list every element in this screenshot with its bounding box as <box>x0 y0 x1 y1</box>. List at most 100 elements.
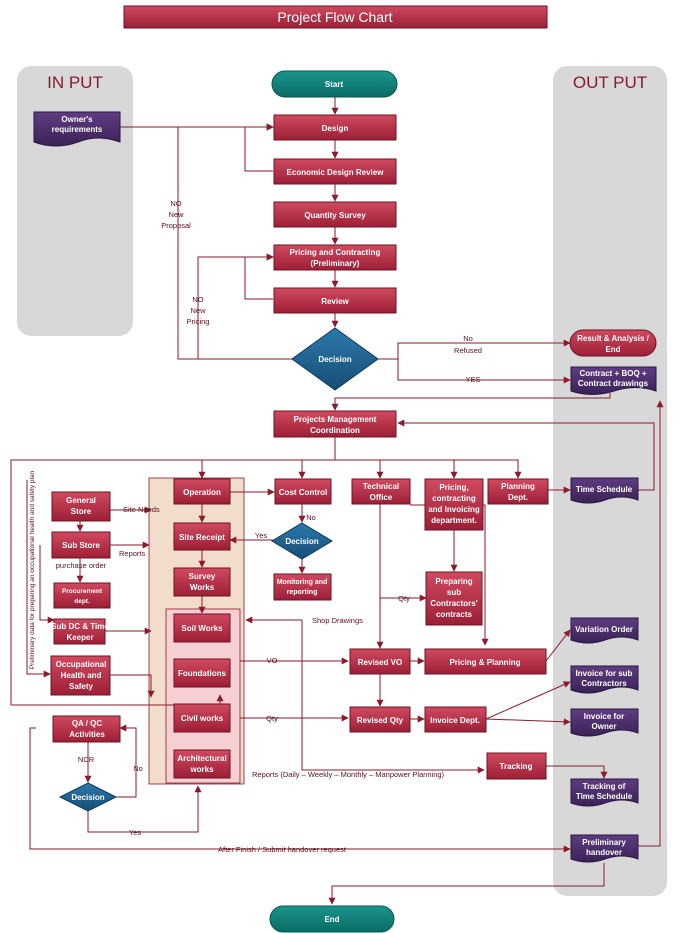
procurement-box[interactable] <box>53 582 111 609</box>
invoice-dept-box[interactable] <box>424 706 487 733</box>
contract-boq-doc[interactable] <box>570 366 657 395</box>
label-qty-b: Qty <box>266 714 278 723</box>
label-no-new-proposal-3: Proposal <box>161 221 191 230</box>
preparing-sub-box[interactable] <box>425 571 483 626</box>
foundations-box[interactable] <box>173 658 231 688</box>
pricing-planning-box[interactable] <box>424 648 547 675</box>
label-no-new-pricing-1: NO <box>192 295 203 304</box>
monitoring-reporting-line-1: Monitoring and <box>277 579 328 586</box>
qa-qc-line-2: Activities <box>69 730 105 739</box>
design-box[interactable] <box>273 114 397 141</box>
result-analysis-pill[interactable] <box>569 329 657 357</box>
technical-office-box[interactable] <box>351 478 411 505</box>
main-decision-diamond[interactable] <box>291 327 379 391</box>
label-purchase-order: purchase order <box>56 561 107 570</box>
ohs-line-2: Health and <box>61 671 102 680</box>
projects-management-box[interactable] <box>273 410 397 438</box>
review-box[interactable] <box>273 287 397 314</box>
pricing-invoicing-box[interactable] <box>424 478 484 531</box>
output-panel-title: OUT PUT <box>573 73 647 92</box>
architectural-works-box[interactable] <box>173 749 231 779</box>
economic-design-review-label: Economic Design Review <box>287 168 385 177</box>
pricing-invoicing-line-3: and Invoicing <box>428 505 480 514</box>
edge-labels: NO New Proposal NO New Pricing No Refuse… <box>29 199 482 854</box>
monitoring-reporting-line-2: reporting <box>287 589 318 596</box>
start-label: Start <box>325 80 344 89</box>
survey-works-line-1: Survey <box>189 572 216 581</box>
projects-management-line-2: Coordination <box>310 426 360 435</box>
invoice-sub-doc[interactable] <box>570 665 639 694</box>
label-no-qa: No <box>133 764 143 773</box>
qa-qc-box[interactable] <box>52 715 121 743</box>
label-no-new-proposal-2: New <box>168 210 184 219</box>
planning-dept-box[interactable] <box>487 478 549 505</box>
foundations-label: Foundations <box>178 669 227 678</box>
end-label: End <box>324 915 339 924</box>
sub-dc-line-2: Keeper <box>66 633 93 642</box>
cost-control-label: Cost Control <box>279 488 327 497</box>
start-terminal[interactable] <box>271 70 398 98</box>
tracking-schedule-line-2: Time Schedule <box>576 792 633 801</box>
operation-box[interactable] <box>173 478 231 505</box>
tracking-schedule-doc[interactable] <box>570 778 639 807</box>
revised-vo-label: Revised VO <box>358 658 402 667</box>
site-receipt-label: Site Receipt <box>179 533 225 542</box>
pricing-contracting-line-2: (Preliminary) <box>311 259 360 268</box>
owners-requirements-doc[interactable] <box>33 111 121 147</box>
procurement-line-1: Procurement <box>62 588 103 595</box>
title-bar <box>123 5 548 29</box>
variation-order-doc[interactable] <box>570 617 639 644</box>
qa-decision-label: Decision <box>71 793 104 802</box>
planning-dept-line-1: Planning <box>501 482 535 491</box>
sub-dc-line-1: Sub DC & Time <box>51 622 109 631</box>
label-shop-drawings: Shop Drawings <box>312 616 363 625</box>
review-label: Review <box>321 297 349 306</box>
tracking-box[interactable] <box>486 752 547 780</box>
label-no-new-pricing-2: New <box>190 306 206 315</box>
preliminary-handover-line-2: handover <box>586 848 622 857</box>
cost-decision-diamond[interactable] <box>271 522 333 560</box>
invoice-owner-doc[interactable] <box>570 708 639 737</box>
pricing-invoicing-line-1: Pricing, <box>439 483 468 492</box>
time-schedule-label: Time Schedule <box>576 485 633 494</box>
cost-control-box[interactable] <box>274 478 332 505</box>
preliminary-handover-doc[interactable] <box>570 834 639 863</box>
pricing-contracting-box[interactable] <box>273 244 397 271</box>
label-yes-qa: Yes <box>129 828 141 837</box>
label-site-needs: Site Needs <box>123 505 160 514</box>
economic-design-review-box[interactable] <box>273 158 397 185</box>
revised-vo-box[interactable] <box>349 648 411 675</box>
preparing-sub-line-4: contracts <box>436 610 473 619</box>
procurement-line-2: dept. <box>74 598 90 605</box>
invoice-dept-label: Invoice Dept. <box>430 716 480 725</box>
soil-works-box[interactable] <box>173 613 231 643</box>
end-terminal[interactable] <box>269 905 395 933</box>
general-store-line-1: General <box>66 496 96 505</box>
quantity-survey-box[interactable] <box>273 201 397 228</box>
sub-dc-box[interactable] <box>53 618 106 645</box>
monitoring-reporting-box[interactable] <box>273 573 332 601</box>
preparing-sub-line-1: Preparing <box>435 577 472 586</box>
ohs-line-3: Safety <box>69 682 94 691</box>
soil-works-label: Soil Works <box>181 624 223 633</box>
time-schedule-doc[interactable] <box>570 477 639 504</box>
input-panel-title: IN PUT <box>47 73 103 92</box>
pricing-contracting-line-1: Pricing and Contracting <box>290 248 381 257</box>
contract-boq-line-2: Contract drawings <box>578 379 649 388</box>
ohs-box[interactable] <box>50 655 111 696</box>
survey-works-box[interactable] <box>173 567 231 597</box>
civil-works-label: Civil works <box>181 714 224 723</box>
sub-store-box[interactable] <box>51 531 111 559</box>
site-receipt-box[interactable] <box>173 522 231 551</box>
pricing-invoicing-line-2: contracting <box>432 494 476 503</box>
contract-boq-line-1: Contract + BOQ + <box>579 369 646 378</box>
variation-order-label: Variation Order <box>575 625 633 634</box>
revised-qty-box[interactable] <box>349 706 411 733</box>
qa-decision-diamond[interactable] <box>58 782 118 812</box>
pricing-invoicing-line-4: department. <box>431 516 477 525</box>
invoice-sub-line-2: Contractors <box>581 679 627 688</box>
main-decision-label: Decision <box>318 355 351 364</box>
civil-works-box[interactable] <box>173 703 231 733</box>
general-store-box[interactable] <box>51 491 111 522</box>
